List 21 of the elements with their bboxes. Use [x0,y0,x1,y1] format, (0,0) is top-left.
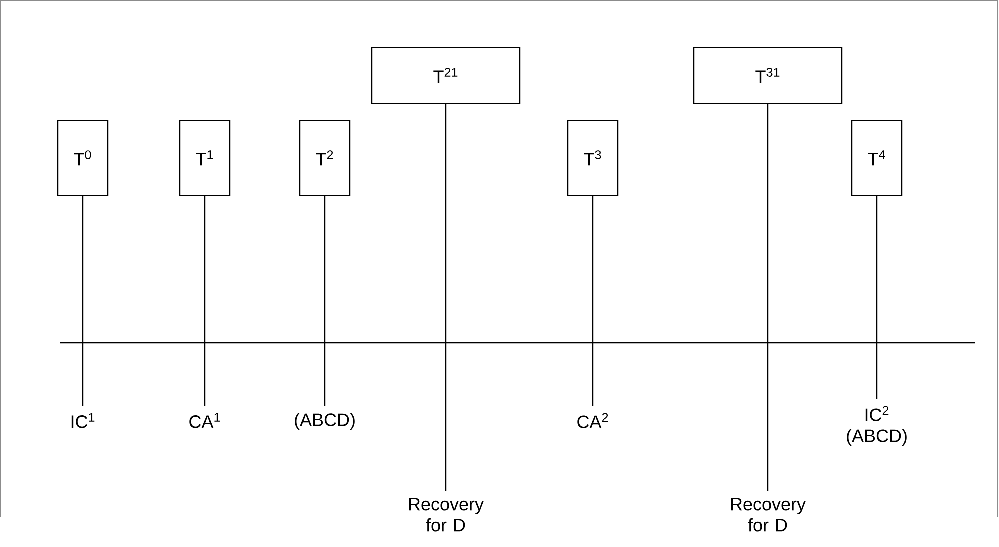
event-label: IC$^{1}$ [72,413,95,428]
time-box: T$^{31}$ [693,47,843,104]
connector-line [82,196,84,406]
connector-line [204,196,206,406]
connector-line [445,104,447,491]
event-label: Recovery for D [731,498,806,532]
event-label: Recovery for D [409,498,484,532]
event-label: CA$^{2}$ [578,413,608,428]
event-label: CA$^{1}$ [190,413,220,428]
connector-line [324,196,326,406]
connector-line [592,196,594,406]
time-box: T$^{1}$ [179,120,231,196]
time-box: T$^{3}$ [567,120,619,196]
connector-line [767,104,769,491]
event-label: (ABCD) [295,413,355,430]
time-box: T$^{0}$ [57,120,109,196]
time-box: T$^{21}$ [371,47,521,104]
time-box: T$^{2}$ [299,120,351,196]
event-label: IC$^{2}$ (ABCD) [847,406,907,446]
time-box: T$^{4}$ [851,120,903,196]
connector-line [876,196,878,399]
